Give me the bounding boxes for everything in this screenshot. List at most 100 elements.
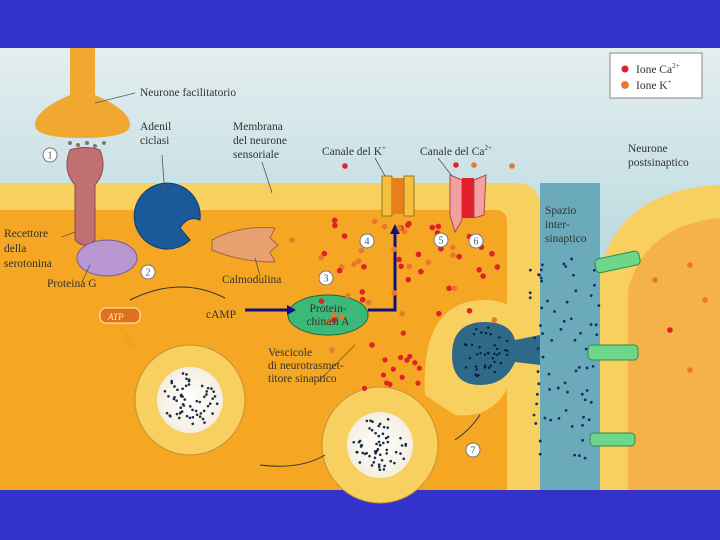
neurotransmitter-dot xyxy=(573,453,576,457)
vesicle-dot xyxy=(393,461,396,465)
step-marker xyxy=(318,270,334,286)
ion xyxy=(384,380,390,386)
neurotransmitter-dot xyxy=(480,331,483,334)
neurotransmitter-dot xyxy=(541,332,544,335)
leader-lines xyxy=(61,92,453,383)
vesicle-dot xyxy=(363,452,367,456)
ion xyxy=(369,342,375,348)
ion xyxy=(371,218,378,225)
neurotransmitter-dot xyxy=(584,347,588,351)
neurotransmitter-dot xyxy=(475,368,478,371)
postsynaptic-cytoplasm xyxy=(628,218,720,490)
vesicle-dot xyxy=(170,381,174,385)
neurotransmitter-dot xyxy=(474,373,477,376)
neurotransmitter-dot xyxy=(574,369,578,373)
ion xyxy=(398,263,404,270)
legend-k-marker xyxy=(621,81,629,89)
step-number: 6 xyxy=(474,237,479,248)
neurotransmitter-dot xyxy=(537,273,541,277)
neurotransmitter-dot xyxy=(548,388,551,391)
vesicle-dot xyxy=(179,406,183,410)
neurotransmitter-dot xyxy=(483,353,487,356)
neurotransmitter-dot xyxy=(539,276,543,280)
step-number: 7 xyxy=(471,446,476,457)
vesicle-dot xyxy=(182,404,186,407)
neurotransmitter-dot xyxy=(495,347,499,351)
neurotransmitter-dot xyxy=(535,392,539,396)
neurotransmitter-dot xyxy=(547,372,551,376)
vesicle-dot xyxy=(206,386,210,390)
vesicle-dot xyxy=(383,464,386,468)
atp-molecule xyxy=(99,307,141,347)
ion xyxy=(429,224,436,231)
label-spazio: Spazio xyxy=(545,205,577,217)
vesicle-dot xyxy=(175,399,178,402)
step-marker xyxy=(468,233,484,249)
neurotransmitter-dot xyxy=(589,323,593,326)
vesicle-dot xyxy=(187,378,191,381)
neurotransmitter-dot xyxy=(577,454,581,457)
ion xyxy=(416,365,422,371)
vesicle-dot xyxy=(195,413,199,417)
neurotransmitter-dot xyxy=(498,351,501,355)
ion xyxy=(326,318,332,325)
pka-arrowhead xyxy=(390,224,400,234)
neurotransmitter-dot xyxy=(541,355,545,359)
vesicle-dot xyxy=(374,431,377,435)
vesicle-dot xyxy=(178,411,182,415)
ion xyxy=(480,273,486,279)
neurotransmitter-dot xyxy=(593,283,596,287)
neurotransmitter-dot xyxy=(528,291,532,295)
step-number: 1 xyxy=(48,151,53,162)
vesicle-dot xyxy=(400,444,404,447)
vesicle-dot xyxy=(372,461,376,464)
ion xyxy=(471,162,477,168)
vesicle-dot xyxy=(178,416,181,420)
vesicle-dot xyxy=(385,452,388,455)
ion xyxy=(396,256,402,263)
step-marker xyxy=(433,232,449,248)
ion xyxy=(404,357,410,363)
protein-kinase-a xyxy=(287,294,369,336)
vesicle-dot xyxy=(368,427,371,430)
vesicle-dot xyxy=(377,463,381,467)
ion xyxy=(476,266,482,273)
adenyl-cyclase xyxy=(133,182,201,250)
neurotransmitter-dot xyxy=(506,339,509,343)
label-membrana: Membrana xyxy=(233,121,283,133)
vesicle-dot xyxy=(370,428,374,432)
vesicle-dot xyxy=(370,464,374,467)
neurotransmitter-dot xyxy=(486,351,490,355)
ion xyxy=(391,290,398,296)
vesicle-dot xyxy=(404,442,408,446)
calmodulin xyxy=(211,227,279,263)
ion xyxy=(351,261,357,267)
neurotransmitter-dot xyxy=(543,416,547,420)
ion xyxy=(489,250,495,257)
neurotransmitter-dot xyxy=(493,344,496,347)
pka-arrow xyxy=(368,232,397,312)
neurotransmitter-dot xyxy=(528,268,532,272)
ion xyxy=(494,264,501,270)
ion xyxy=(451,285,458,292)
neurotransmitter-dot xyxy=(577,365,581,369)
vesicle-dot xyxy=(374,451,378,455)
vesicle-dot xyxy=(389,459,393,463)
vesicle-dot xyxy=(210,387,213,390)
label-vescicole: Vescicole xyxy=(268,347,312,359)
vesicle-dot xyxy=(358,439,362,443)
ion xyxy=(425,259,432,265)
vesicle-dot xyxy=(358,461,362,464)
vesicle-dot xyxy=(371,420,374,423)
neurotransmitter-dot xyxy=(493,370,496,374)
ion xyxy=(667,327,673,333)
vesicle-dot xyxy=(202,409,206,413)
ion xyxy=(380,372,387,378)
ion xyxy=(405,276,412,283)
vesicle-dot xyxy=(386,440,390,444)
ion xyxy=(342,163,348,169)
neurotransmitter-dot xyxy=(587,418,591,422)
ion xyxy=(415,380,421,386)
neurotransmitter-dot xyxy=(580,392,584,396)
